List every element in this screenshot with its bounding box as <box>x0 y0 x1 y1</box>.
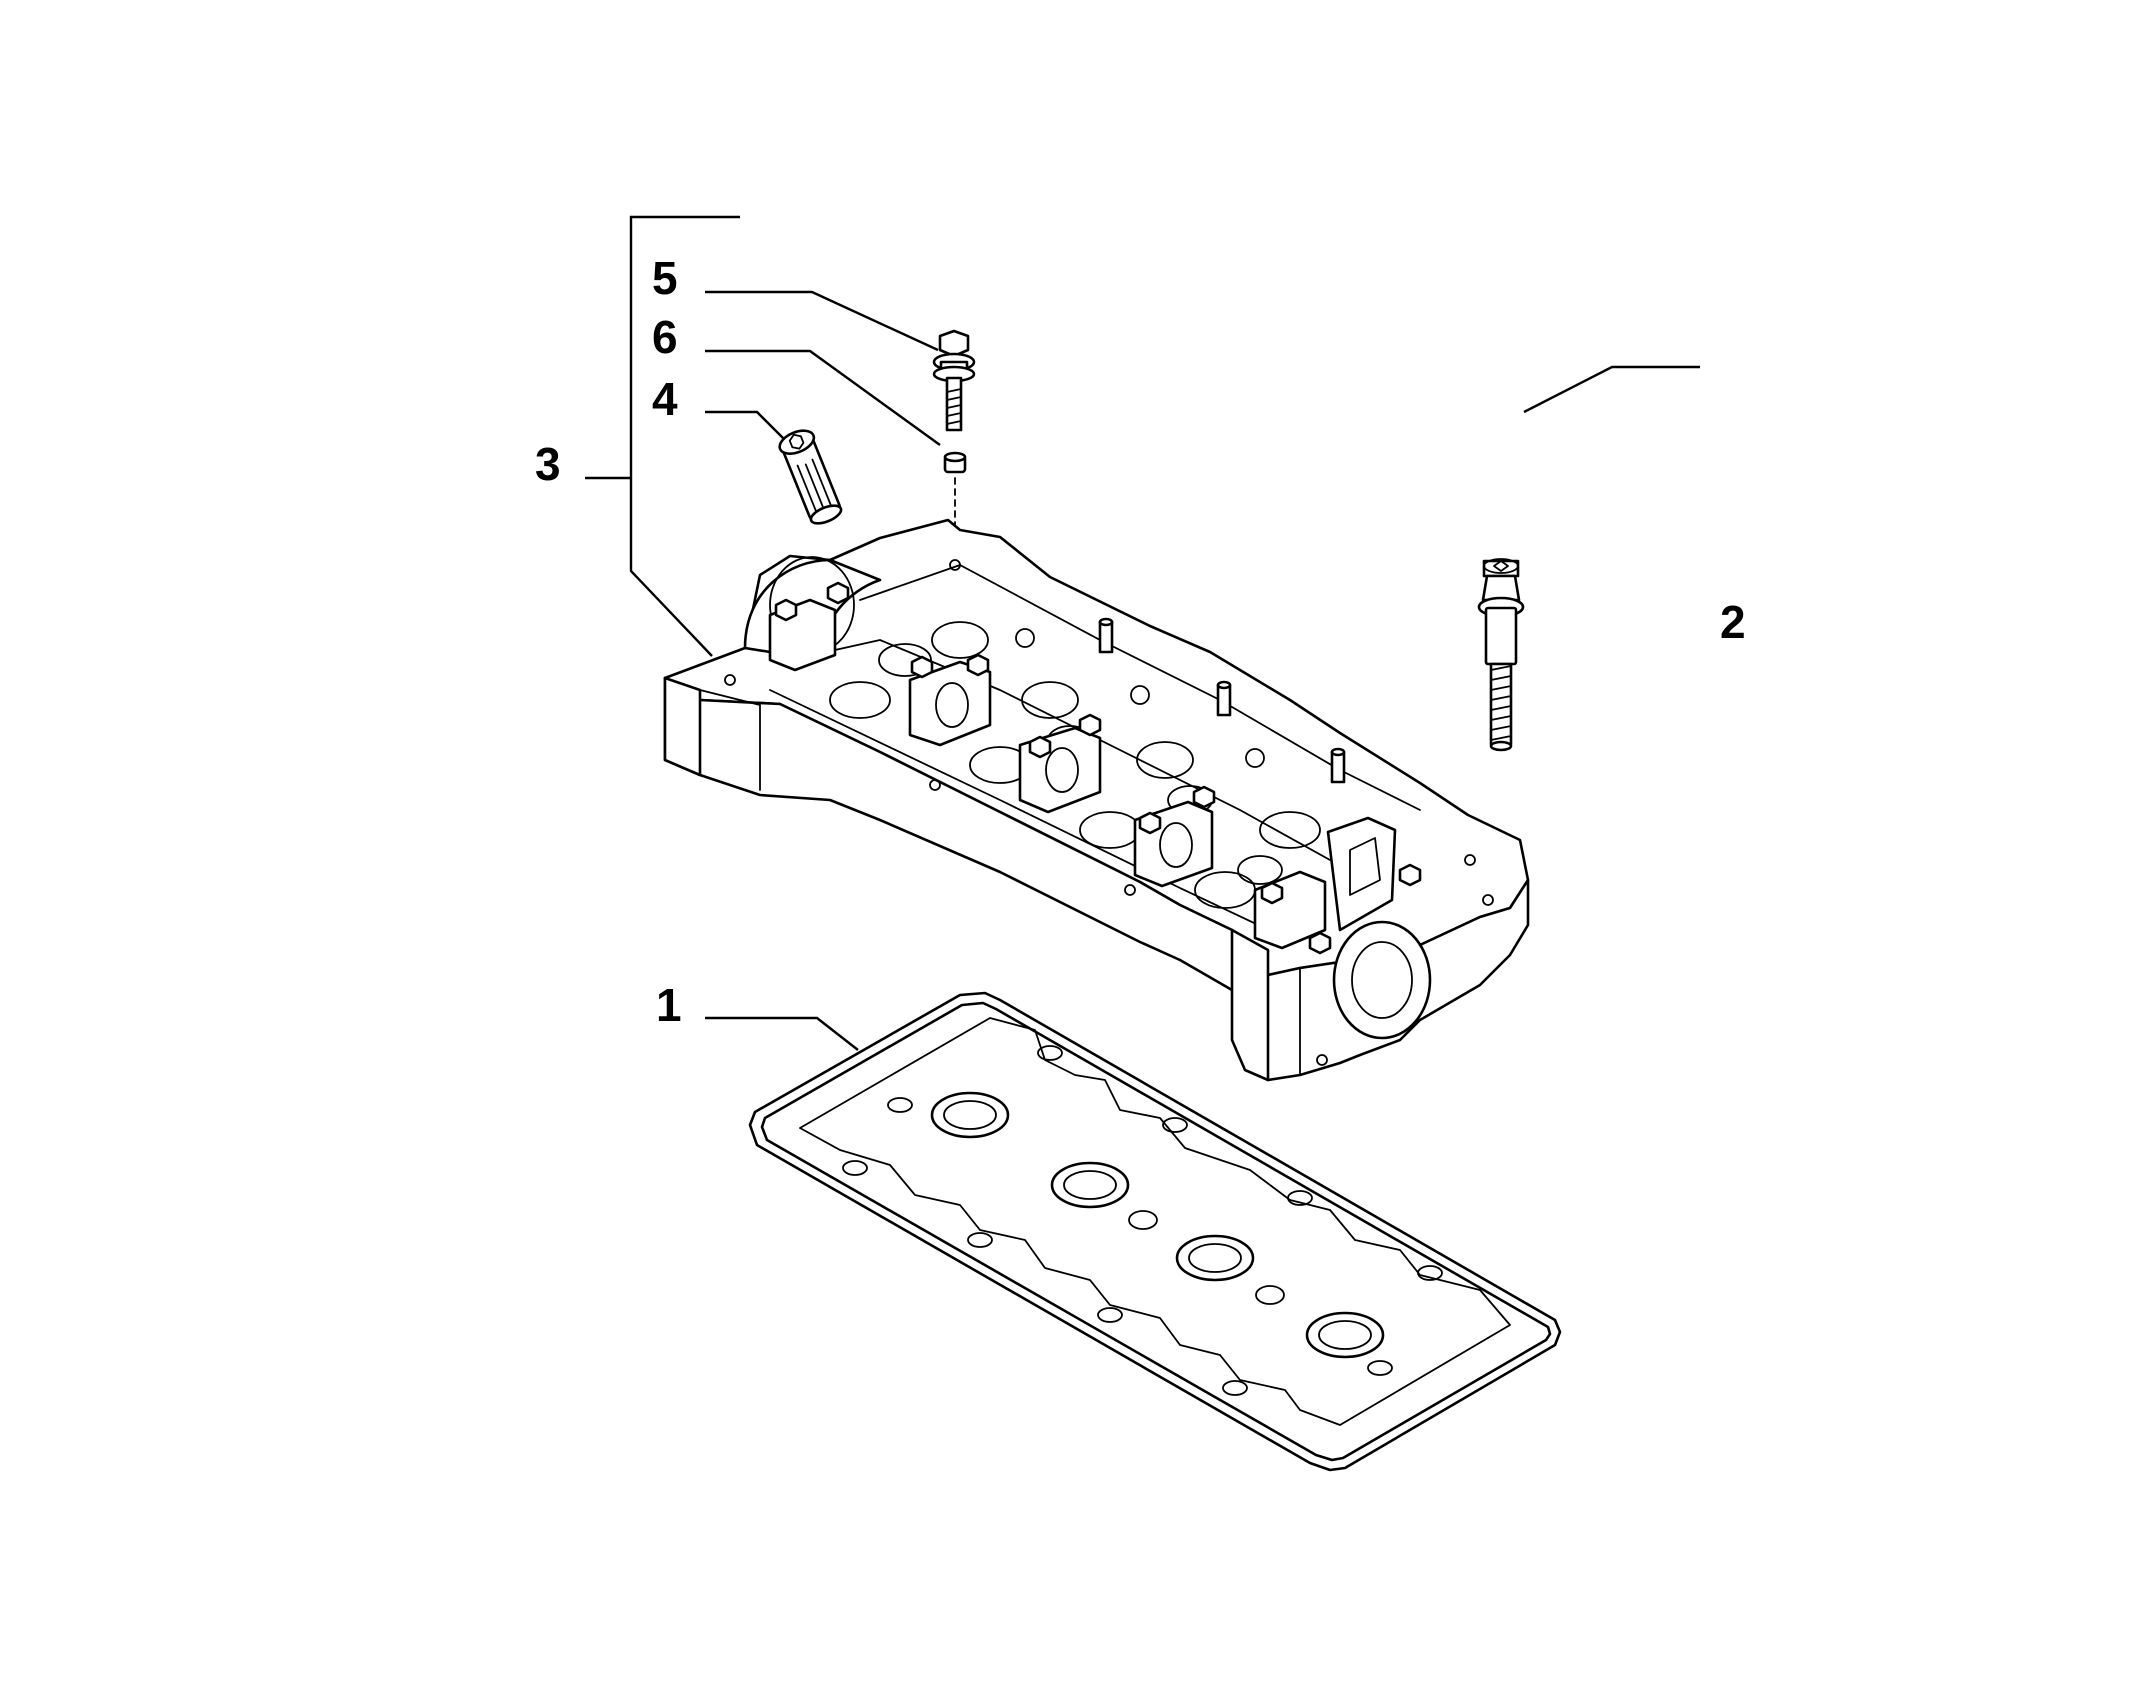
leader-lines <box>585 215 1700 1051</box>
leader-line-3-bracket <box>629 215 740 657</box>
leader-line-2 <box>1523 365 1700 414</box>
leader-line-1 <box>705 1016 859 1051</box>
part-2-long-bolt <box>1477 558 1525 752</box>
part-5-flange-bolt <box>932 329 976 432</box>
bearing-caps <box>768 598 1327 950</box>
callout-4: 4 <box>652 373 678 425</box>
long-bolt-threads <box>1490 665 1512 741</box>
part-1-gasket <box>748 991 1562 1472</box>
carrier-pins <box>1098 617 1346 784</box>
callout-3: 3 <box>535 438 561 490</box>
carrier-bolt-heads <box>774 581 1422 955</box>
callout-6: 6 <box>652 311 678 363</box>
part-3-camshaft-carrier <box>663 518 1530 1082</box>
part-4-socket-screw <box>778 429 843 525</box>
carrier-holes <box>724 559 1494 1066</box>
gasket-spark-plug-seals <box>930 1091 1385 1359</box>
leader-line-5 <box>705 290 939 352</box>
callout-1: 1 <box>656 979 682 1031</box>
gasket-bolt-holes <box>842 1045 1443 1396</box>
leader-line-6 <box>705 349 941 446</box>
callout-2: 2 <box>1720 596 1746 648</box>
callout-5: 5 <box>652 252 678 304</box>
leader-line-4 <box>705 410 786 441</box>
